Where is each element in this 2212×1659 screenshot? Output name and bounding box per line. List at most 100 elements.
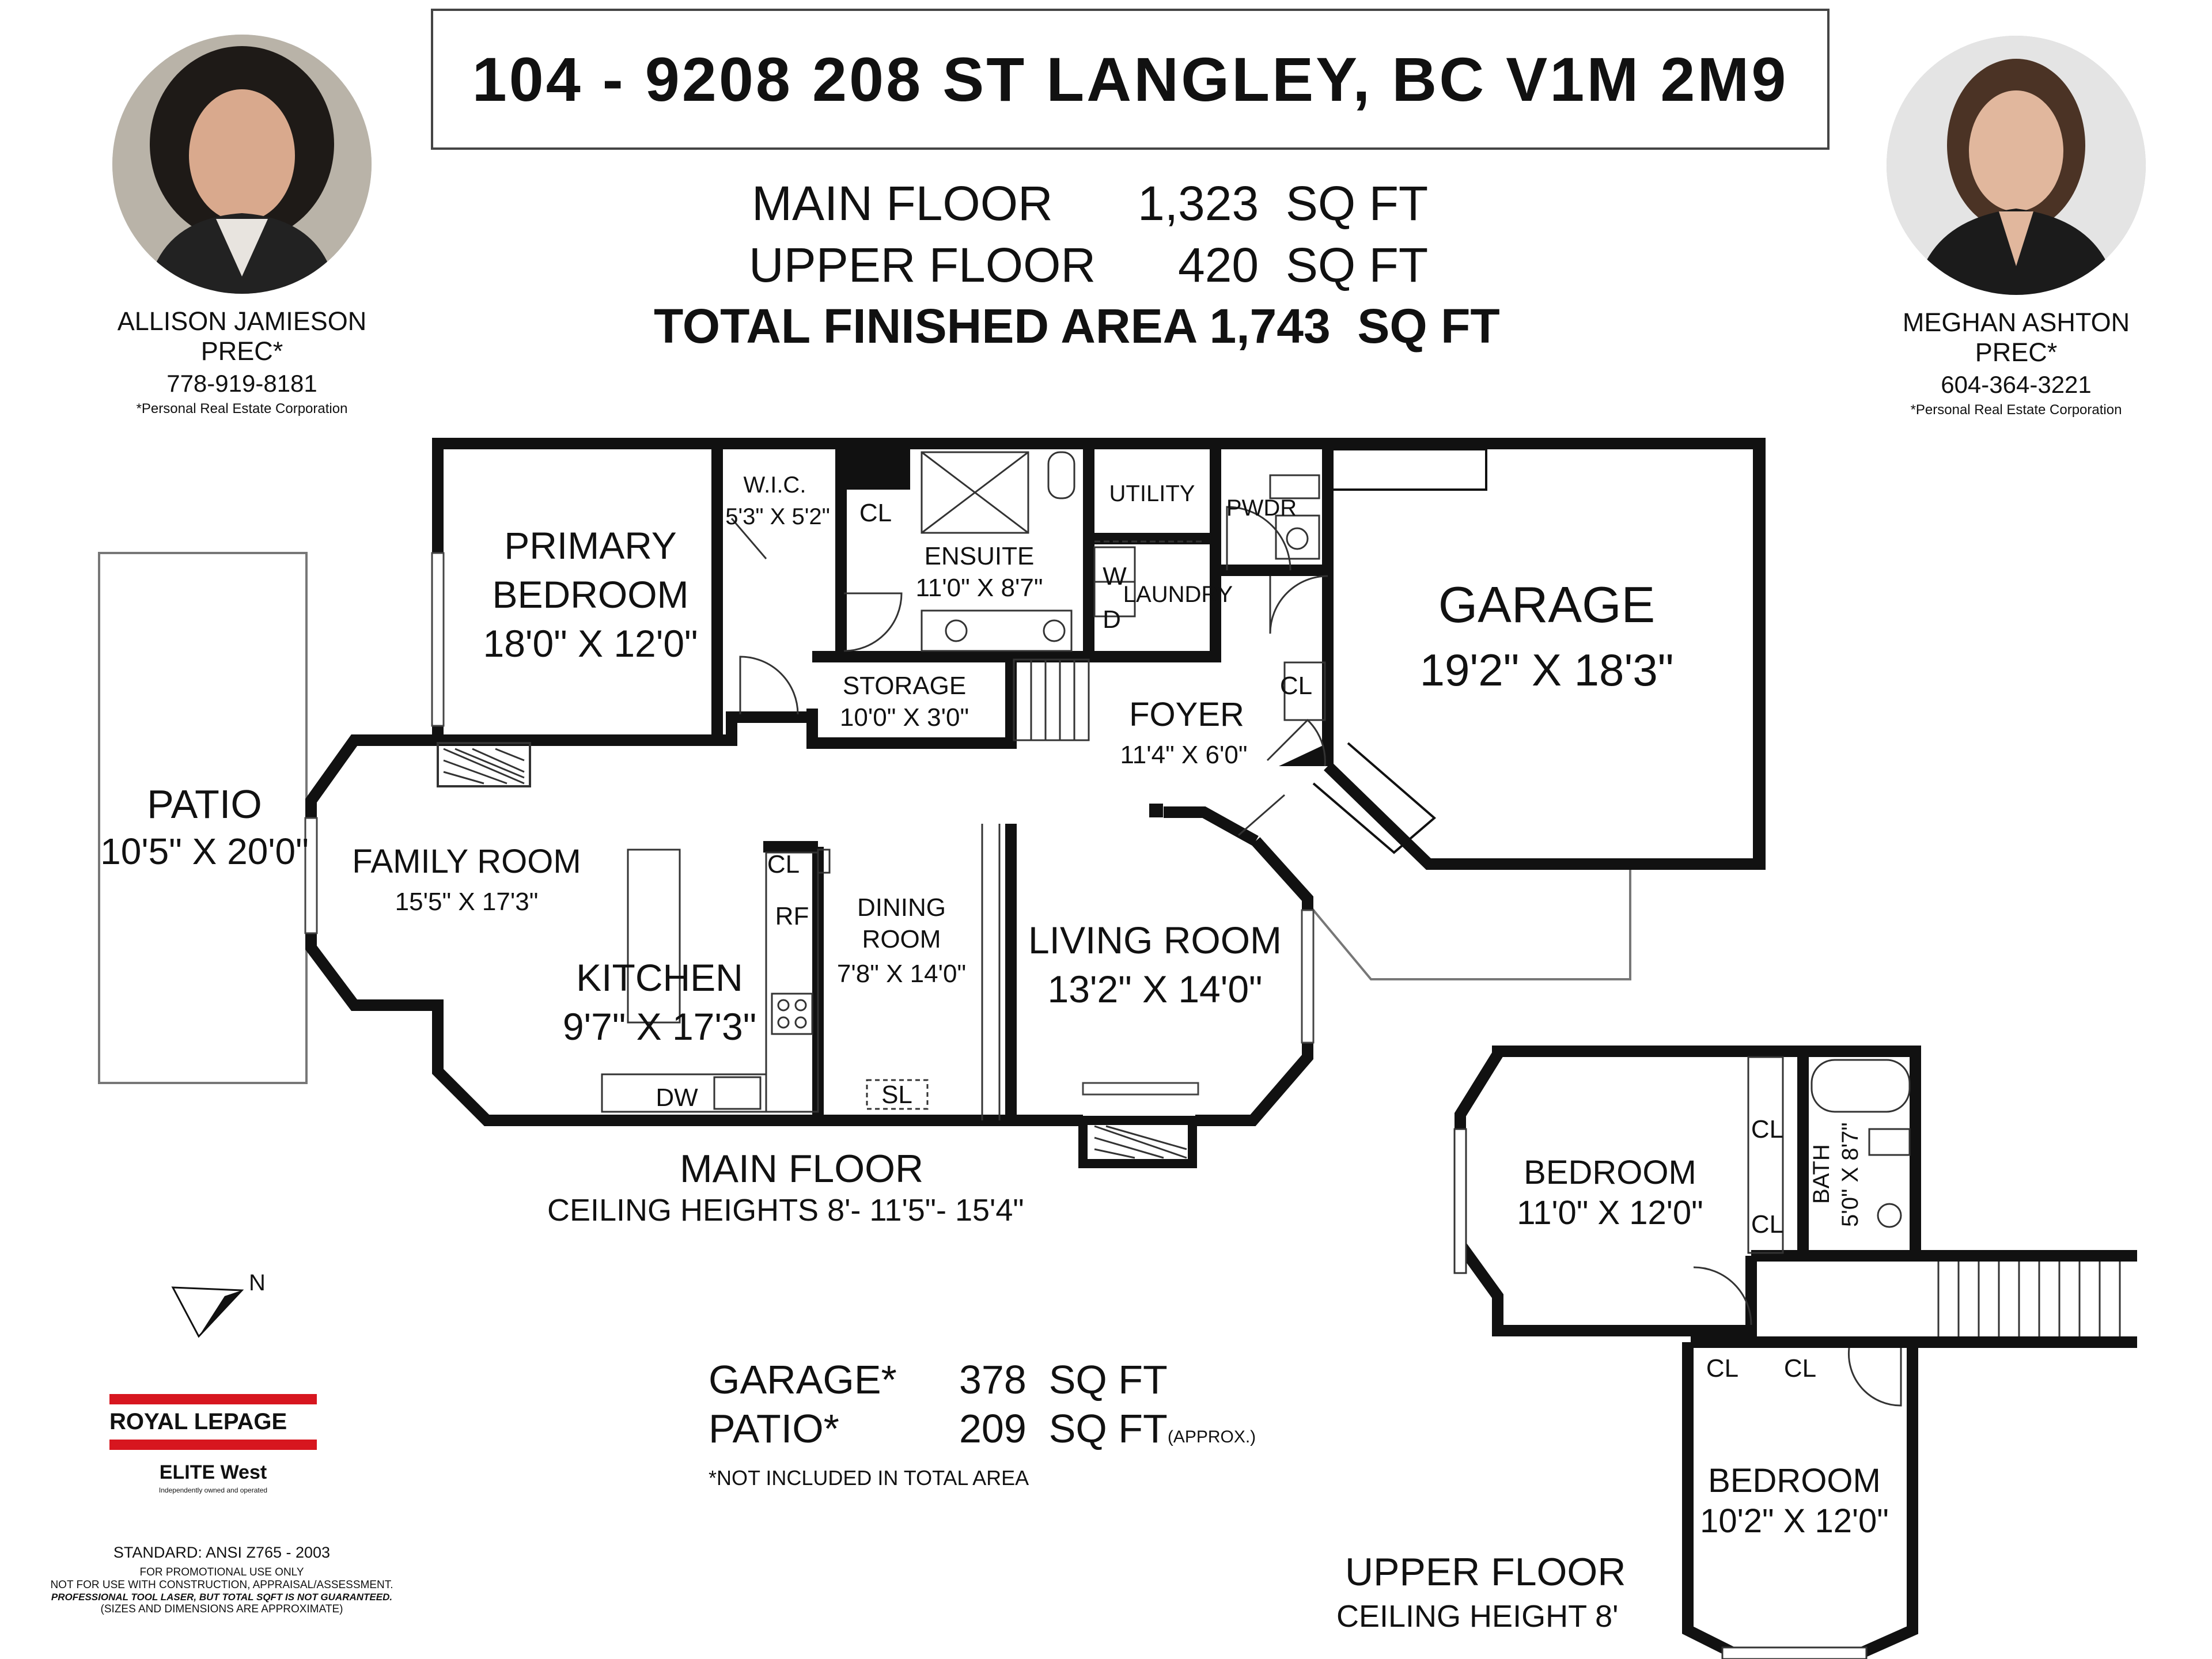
- ensuite-wall-block: [847, 446, 910, 490]
- garage-area-unit: SQ FT: [1048, 1357, 1168, 1402]
- washer-label: W: [1103, 562, 1127, 590]
- foyer-label: FOYER: [1129, 696, 1244, 733]
- brand-bar-top: [109, 1394, 317, 1404]
- bath-label: BATH: [1809, 1144, 1834, 1204]
- door-swings: [730, 506, 1328, 874]
- foyer-dim: 11'4" X 6'0": [1120, 741, 1248, 769]
- closet-label: CL: [1706, 1354, 1738, 1382]
- agent-photo-meghan: [1887, 36, 2146, 295]
- brand-tagline: Independently owned and operated: [158, 1486, 268, 1494]
- main-floor-area-label: MAIN FLOOR: [752, 176, 1053, 230]
- ensuite-dim: 11'0" X 8'7": [916, 574, 1043, 602]
- closet-label: CL: [1280, 672, 1312, 700]
- primary-bedroom-dim: 18'0" X 12'0": [483, 622, 698, 665]
- garage-area-value-row: 378 SQ FT: [959, 1357, 1168, 1403]
- fireplace-family: [437, 742, 531, 787]
- upper-floor-area-row: UPPER FLOOR: [749, 237, 1096, 293]
- compass-icon: N: [171, 1270, 266, 1338]
- dishwasher-label: DW: [656, 1084, 698, 1112]
- dining-room-label-2: ROOM: [862, 925, 941, 953]
- kitchen-fixtures: [601, 824, 1001, 1120]
- main-floor-area-value-row: 1,323 SQ FT: [1138, 176, 1428, 232]
- bedroom-3-label: BEDROOM: [1708, 1462, 1881, 1499]
- main-floor-walls: [305, 438, 1766, 1126]
- main-floor-area-row: MAIN FLOOR: [752, 176, 1053, 232]
- total-area-label: TOTAL FINISHED AREA: [654, 299, 1196, 353]
- agent-photo-allison: [112, 35, 372, 294]
- bedroom-2-label: BEDROOM: [1524, 1154, 1696, 1191]
- primary-bedroom-label-2: BEDROOM: [492, 573, 688, 616]
- closet-label: CL: [1751, 1210, 1783, 1238]
- brand-office: ELITE West: [159, 1461, 267, 1483]
- bath-dim: 5'0" X 8'7": [1838, 1122, 1863, 1227]
- excluded-footnote: *NOT INCLUDED IN TOTAL AREA: [709, 1466, 1029, 1490]
- windows: [304, 552, 1315, 1096]
- kitchen-label: KITCHEN: [576, 956, 743, 999]
- primary-bedroom-label-1: PRIMARY: [504, 524, 677, 567]
- garage-dim: 19'2" X 18'3": [1420, 645, 1674, 695]
- main-floor-ceiling: CEILING HEIGHTS 8'- 11'5"- 15'4": [547, 1193, 1024, 1228]
- agent-corp-note: *Personal Real Estate Corporation: [1910, 402, 2122, 418]
- storage-dim: 10'0" X 3'0": [840, 703, 969, 732]
- dining-room-label-1: DINING: [857, 893, 946, 922]
- upper-floor-area-value: 420: [1178, 238, 1259, 292]
- standard-line-2: FOR PROMOTIONAL USE ONLY: [139, 1566, 304, 1578]
- living-room-dim: 13'2" X 14'0": [1048, 968, 1263, 1010]
- address-title-box: 104 - 9208 208 ST LANGLEY, BC V1M 2M9: [431, 9, 1830, 150]
- total-area-value: 1,743: [1209, 299, 1331, 353]
- avatar: [112, 35, 372, 294]
- patio-dim: 10'5" X 20'0": [100, 831, 309, 872]
- garage-area-label: GARAGE*: [709, 1357, 897, 1402]
- upper-floor-area-value-row: 420 SQ FT: [1178, 237, 1428, 293]
- kitchen-dim: 9'7" X 17'3": [563, 1005, 756, 1048]
- bedroom-3-dim: 10'2" X 12'0": [1700, 1502, 1889, 1540]
- standard-line-1: STANDARD: ANSI Z765 - 2003: [113, 1544, 331, 1561]
- patio-label: PATIO: [147, 782, 262, 827]
- agent-card-allison: ALLISON JAMIESON PREC* 778-919-8181 *Per…: [92, 35, 392, 417]
- standard-line-3: NOT FOR USE WITH CONSTRUCTION, APPRAISAL…: [50, 1579, 393, 1591]
- patio-area-note: (APPROX.): [1167, 1427, 1256, 1446]
- main-stairs: [1013, 658, 1090, 741]
- ensuite-shower: [921, 451, 1075, 652]
- main-floor-title: MAIN FLOOR: [680, 1147, 924, 1191]
- garage-wall-wedge: [1279, 743, 1328, 766]
- closet-label: CL: [767, 850, 800, 878]
- closet-label: CL: [859, 499, 892, 527]
- foyer-post: [1149, 804, 1163, 817]
- total-area-row: TOTAL FINISHED AREA 1,743 SQ FT: [654, 298, 1500, 354]
- dryer-label: D: [1103, 605, 1121, 634]
- standard-line-5: (SIZES AND DIMENSIONS ARE APPROXIMATE): [100, 1603, 343, 1615]
- upper-floor-title: UPPER FLOOR: [1345, 1550, 1626, 1594]
- agent-phone: 604-364-3221: [1941, 371, 2092, 398]
- sliding-door-label: SL: [881, 1081, 912, 1109]
- upper-floor-area-label: UPPER FLOOR: [749, 238, 1096, 292]
- agent-name: ALLISON JAMIESON PREC*: [117, 306, 367, 366]
- main-floor-area-unit: SQ FT: [1285, 176, 1429, 230]
- refrigerator-label: RF: [775, 902, 809, 930]
- main-floor-area-value: 1,323: [1138, 176, 1259, 230]
- brand-bar-bottom: [109, 1440, 317, 1450]
- brand-name: ROYAL LEPAGE: [109, 1409, 287, 1434]
- wic-dim: 5'3" X 5'2": [725, 504, 830, 529]
- total-area-unit: SQ FT: [1357, 299, 1500, 353]
- address-title: 104 - 9208 208 ST LANGLEY, BC V1M 2M9: [472, 44, 1789, 114]
- garage-area-value: 378: [959, 1357, 1027, 1402]
- laundry-label: LAUNDRY: [1123, 582, 1233, 607]
- upper-floor-fixtures: [1453, 1056, 2121, 1659]
- fireplace-living: [1078, 1116, 1197, 1168]
- pwdr-label: PWDR: [1226, 495, 1297, 521]
- upper-floor-ceiling: CEILING HEIGHT 8': [1336, 1599, 1619, 1634]
- patio-area-value: 209: [959, 1406, 1027, 1451]
- brand-logo: ROYAL LEPAGE ELITE West Independently ow…: [109, 1394, 317, 1494]
- compass-north-label: N: [249, 1270, 266, 1296]
- family-room-dim: 15'5" X 17'3": [395, 888, 539, 916]
- storage-label: STORAGE: [843, 672, 966, 700]
- agent-phone: 778-919-8181: [166, 370, 317, 397]
- standard-disclaimer: STANDARD: ANSI Z765 - 2003 FOR PROMOTION…: [23, 1544, 421, 1616]
- upper-floor-area-unit: SQ FT: [1285, 238, 1429, 292]
- garage-detail-lines: [1312, 448, 1755, 858]
- pwdr-laundry-fixtures: [1093, 474, 1320, 618]
- closet-label: CL: [1784, 1354, 1816, 1382]
- dining-room-dim: 7'8" X 14'0": [837, 960, 966, 988]
